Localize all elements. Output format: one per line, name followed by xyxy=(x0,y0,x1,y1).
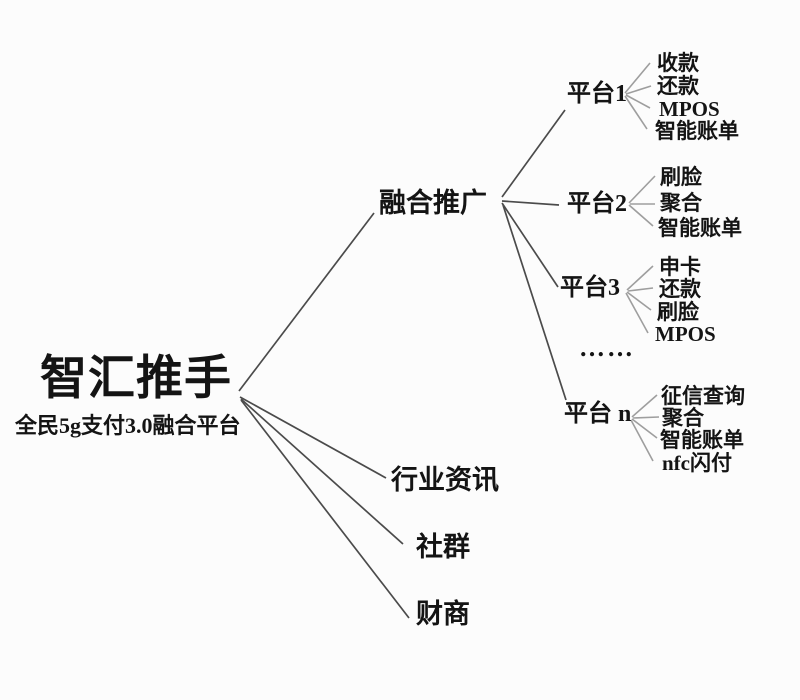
edge-fusion-platform2 xyxy=(501,200,560,206)
platform3-leaf-repay: 还款 xyxy=(659,277,701,301)
edge-p2-leaf1 xyxy=(628,175,656,204)
edge-p3-leaf4 xyxy=(625,292,649,334)
edge-pn-leaf4 xyxy=(630,419,654,462)
edge-p1-leaf2 xyxy=(625,85,652,95)
platform-3-label: 平台3 xyxy=(560,275,620,301)
platform2-leaf-aggregate: 聚合 xyxy=(660,191,702,215)
edge-root-news xyxy=(239,396,387,479)
edge-pn-leaf2 xyxy=(632,416,660,419)
platformn-leaf-smart-bill: 智能账单 xyxy=(660,428,744,452)
edge-p1-leaf4 xyxy=(624,95,648,130)
edge-root-finance xyxy=(240,399,410,619)
platform2-leaf-face-pay: 刷脸 xyxy=(660,165,702,189)
branch-community: 社群 xyxy=(416,532,470,562)
platform3-leaf-apply-card: 申卡 xyxy=(659,255,701,279)
edge-p1-leaf3 xyxy=(625,94,651,109)
edge-p1-leaf1 xyxy=(624,62,651,94)
branch-finance: 财商 xyxy=(416,599,470,629)
edge-root-community xyxy=(240,398,404,545)
edge-p3-leaf3 xyxy=(626,291,652,311)
edge-root-fusion xyxy=(238,212,375,392)
branch-fusion-promotion: 融合推广 xyxy=(379,188,487,218)
platform3-leaf-mpos: MPOS xyxy=(655,322,716,346)
edge-p3-leaf2 xyxy=(627,287,654,292)
edge-fusion-platformn xyxy=(502,204,567,401)
platform3-leaf-face-pay: 刷脸 xyxy=(657,300,699,324)
edge-fusion-platform3 xyxy=(501,202,559,288)
platformn-leaf-aggregate: 聚合 xyxy=(662,406,704,430)
root-title: 智汇推手 xyxy=(40,353,232,405)
edge-pn-leaf1 xyxy=(631,394,658,418)
platform1-leaf-repay: 还款 xyxy=(657,74,699,98)
edge-p2-leaf3 xyxy=(628,204,654,227)
platformn-leaf-nfc-pay: nfc闪付 xyxy=(662,451,732,475)
platform-n-label: 平台 n xyxy=(564,401,632,427)
edge-fusion-platform1 xyxy=(501,109,566,198)
platform1-leaf-collect: 收款 xyxy=(657,51,699,75)
edge-p3-leaf1 xyxy=(626,265,654,291)
platformn-leaf-credit-check: 征信查询 xyxy=(661,384,745,408)
platform1-leaf-mpos: MPOS xyxy=(659,97,720,121)
platform-2-label: 平台2 xyxy=(567,191,627,217)
root-subtitle: 全民5g支付3.0融合平台 xyxy=(15,413,241,438)
branch-industry-news: 行业资讯 xyxy=(391,465,499,495)
platform2-leaf-smart-bill: 智能账单 xyxy=(658,216,742,240)
platform-ellipsis: …… xyxy=(579,333,635,362)
platform1-leaf-smart-bill: 智能账单 xyxy=(655,119,739,143)
edge-pn-leaf3 xyxy=(631,418,658,439)
platform-1-label: 平台1 xyxy=(567,81,627,107)
